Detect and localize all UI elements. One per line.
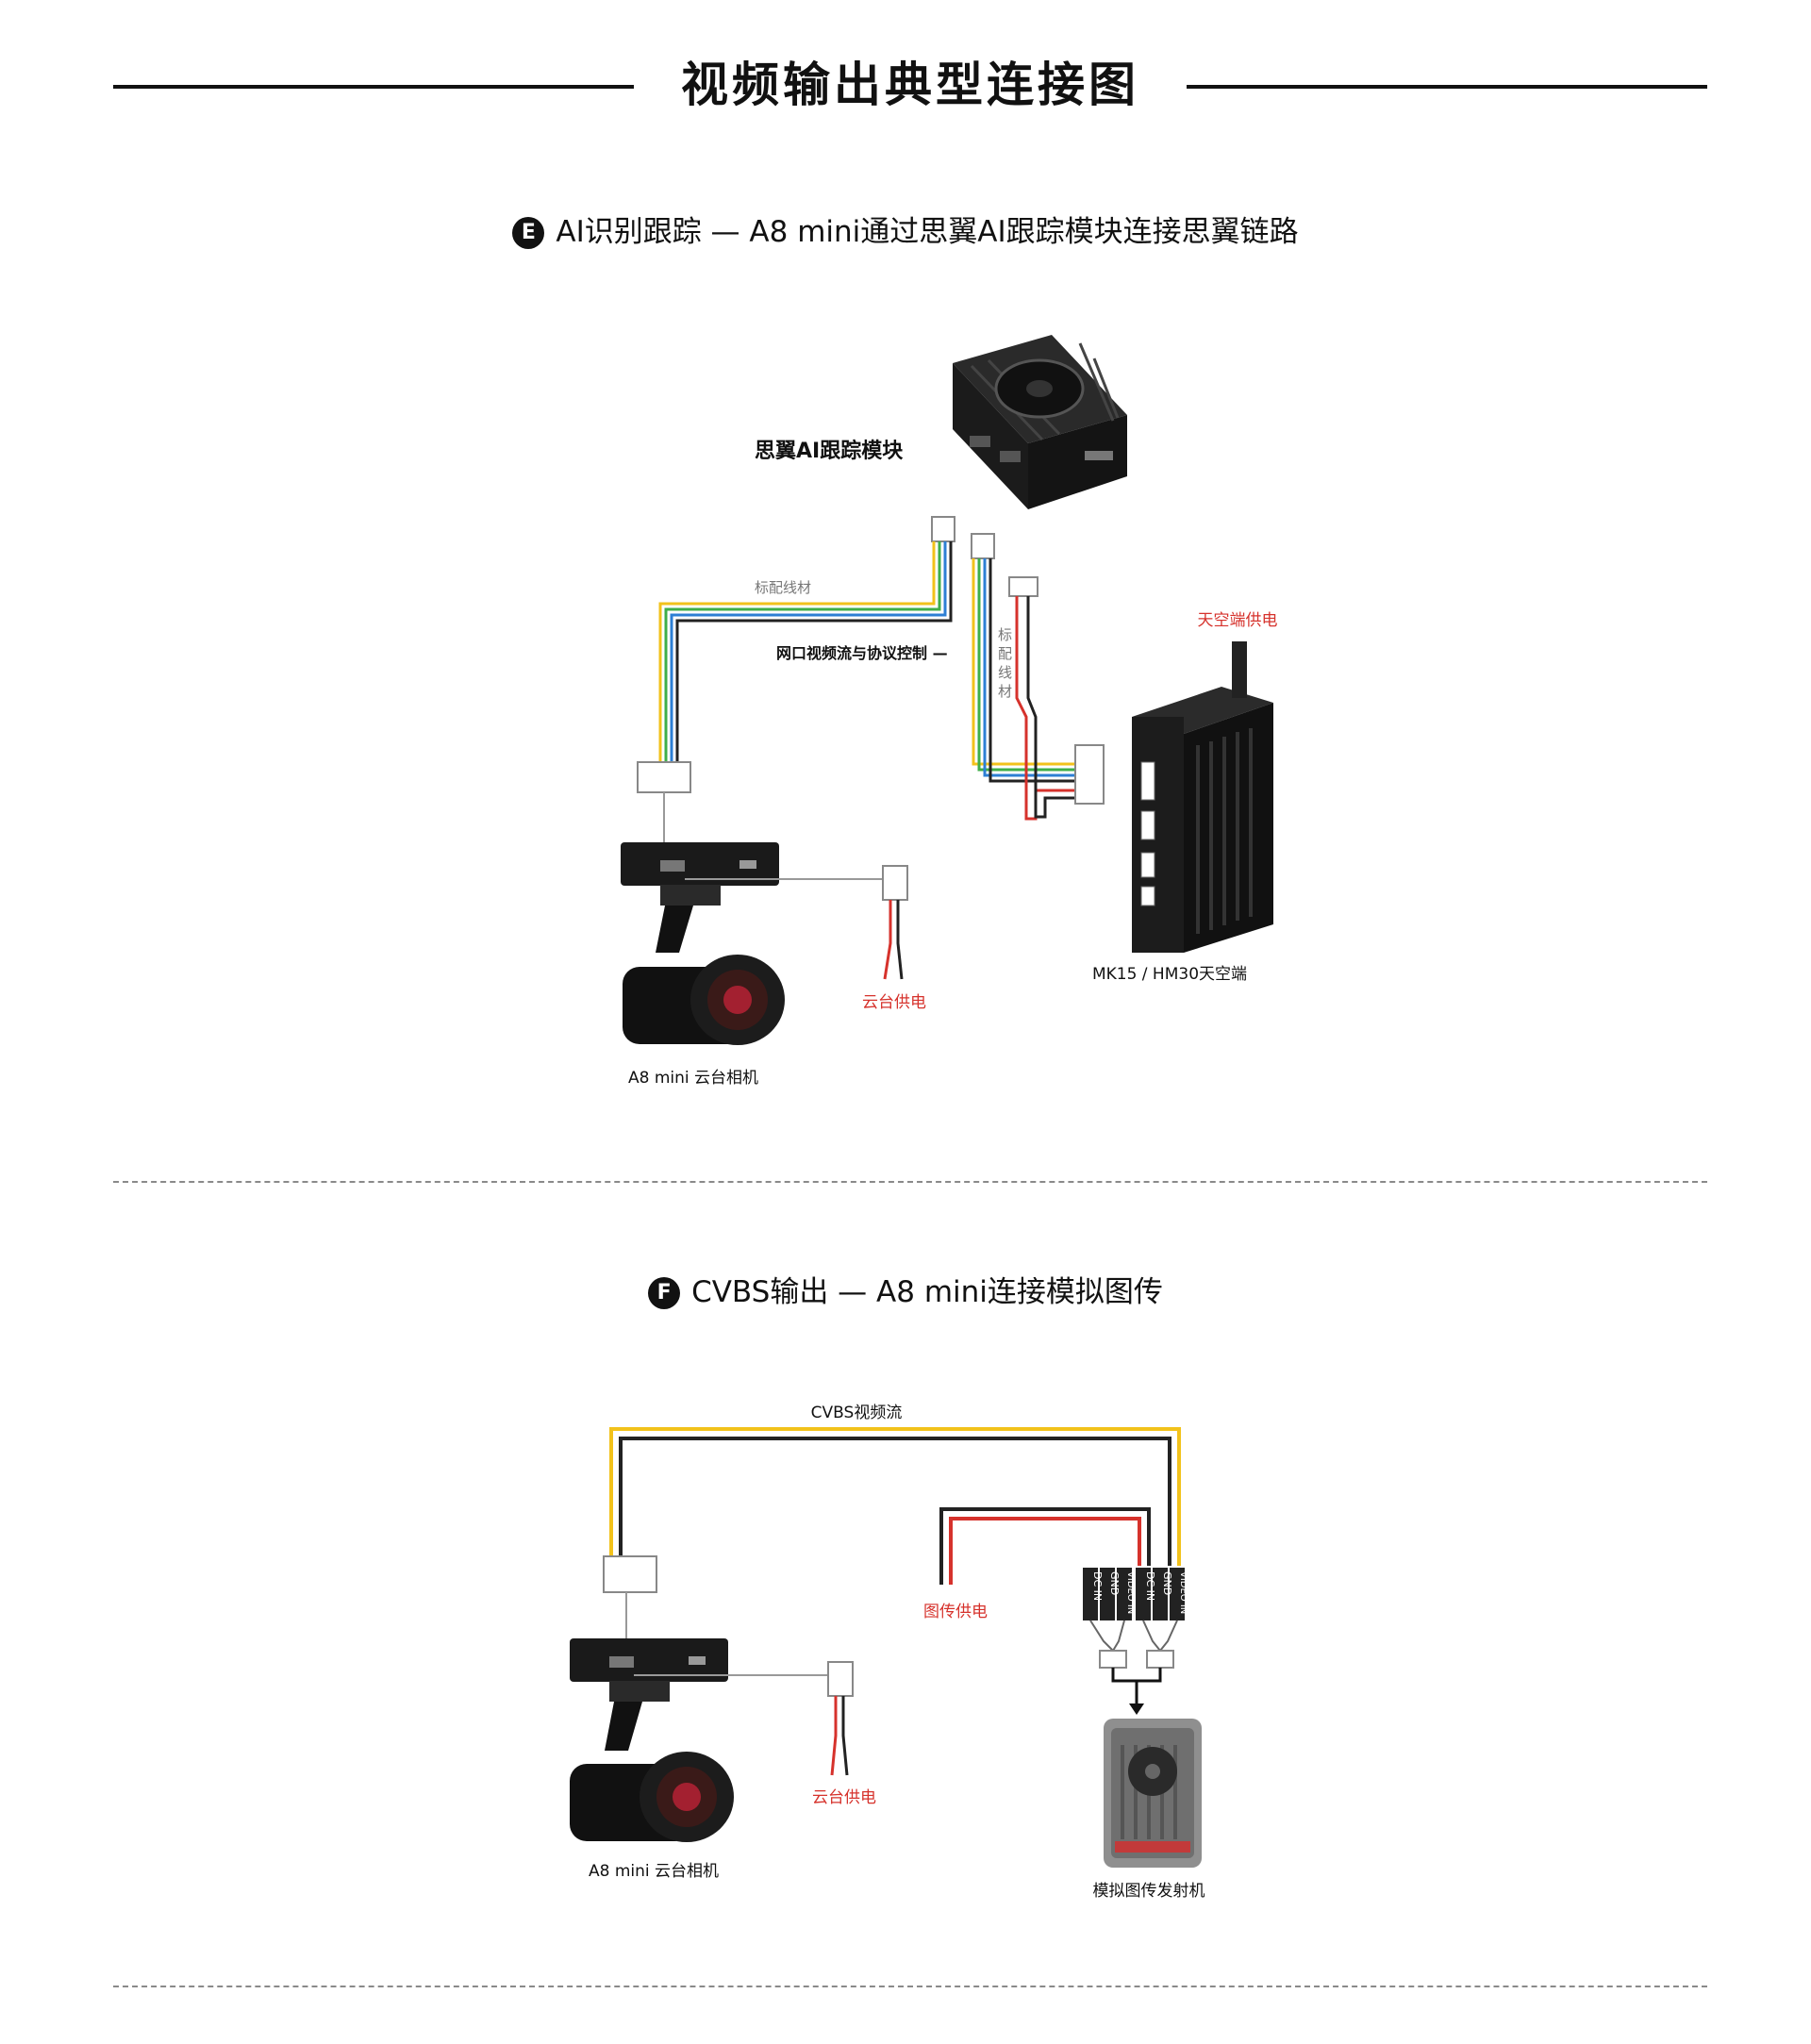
section-f-heading: F CVBS输出 — A8 mini连接模拟图传 xyxy=(0,1271,1811,1313)
air-unit xyxy=(1132,641,1273,953)
svg-text:GND: GND xyxy=(1161,1571,1173,1595)
ai-tracking-diagram: 思翼AI跟踪模块 标配线材 网口视频流与协议控制 — 标 配 线 材 xyxy=(621,335,1278,1088)
label-standard-cable: 标配线材 xyxy=(755,579,811,596)
lan2-port xyxy=(1000,451,1021,462)
svg-text:VIDEO IN: VIDEO IN xyxy=(1125,1571,1136,1614)
label-cvbs-stream: CVBS视频流 xyxy=(811,1404,903,1422)
section-divider xyxy=(113,1181,1707,1183)
vtx-power-wires xyxy=(939,1507,1151,1585)
label-air-unit-power: 天空端供电 xyxy=(1198,611,1278,630)
label-standard-cable-vertical: 标 配 线 材 xyxy=(998,626,1012,700)
a8-mini-camera xyxy=(570,1638,734,1842)
gimbal-power-connector xyxy=(882,865,908,901)
camera-connector xyxy=(603,1555,657,1593)
gimbal-power-connector xyxy=(827,1661,854,1697)
svg-text:标: 标 xyxy=(998,626,1012,643)
lan1-to-camera-wires xyxy=(658,541,953,762)
svg-text:DC IN: DC IN xyxy=(1144,1571,1156,1601)
label-camera: A8 mini 云台相机 xyxy=(628,1069,758,1088)
label-gimbal-power: 云台供电 xyxy=(862,993,926,1012)
label-camera: A8 mini 云台相机 xyxy=(589,1862,719,1881)
svg-text:GND: GND xyxy=(1108,1571,1121,1595)
section-e-heading: E AI识别跟踪 — A8 mini通过思翼AI跟踪模块连接思翼链路 xyxy=(0,211,1811,253)
section-e-title: AI识别跟踪 — A8 mini通过思翼AI跟踪模块连接思翼链路 xyxy=(556,215,1299,249)
label-network-stream: 网口视频流与协议控制 — xyxy=(776,644,948,662)
label-gimbal-power: 云台供电 xyxy=(812,1788,876,1807)
label-air-unit: MK15 / HM30天空端 xyxy=(1092,965,1247,984)
svg-text:线: 线 xyxy=(998,664,1012,681)
vtx-harness xyxy=(1089,1620,1178,1652)
section-f-title: CVBS输出 — A8 mini连接模拟图传 xyxy=(691,1275,1163,1309)
svg-text:配: 配 xyxy=(998,645,1012,662)
label-tracking-module: 思翼AI跟踪模块 xyxy=(755,439,904,463)
label-vtx-power: 图传供电 xyxy=(923,1603,988,1621)
cvbs-output-diagram: CVBS视频流 图传供电 DC IN GND VIDEO IN DC IN GN… xyxy=(570,1404,1205,1901)
pwr-port xyxy=(1085,451,1113,460)
title-rule-right xyxy=(1187,85,1707,89)
lan2-to-airunit-wires xyxy=(972,558,1075,783)
camera-connector xyxy=(637,761,691,793)
power-wires xyxy=(1015,596,1075,821)
section-divider xyxy=(113,1986,1707,1987)
ai-tracking-module xyxy=(953,335,1127,509)
page-title: 视频输出典型连接图 xyxy=(681,58,1139,112)
svg-text:VIDEO IN: VIDEO IN xyxy=(1178,1571,1188,1614)
airunit-connector xyxy=(1074,744,1105,805)
svg-text:材: 材 xyxy=(998,683,1012,700)
section-e-badge: E xyxy=(512,217,545,249)
vtx-pin-tags: DC IN GND VIDEO IN DC IN GND VIDEO IN xyxy=(1083,1568,1188,1620)
a8-mini-camera xyxy=(621,842,785,1045)
title-rule-left xyxy=(113,85,634,89)
analog-transmitter xyxy=(1104,1719,1202,1868)
section-f-badge: F xyxy=(648,1277,681,1309)
page-header: 视频输出典型连接图 xyxy=(0,47,1811,123)
lan1-port xyxy=(970,436,990,447)
antenna-icon xyxy=(1232,641,1247,698)
label-transmitter: 模拟图传发射机 xyxy=(1093,1882,1205,1901)
svg-text:DC IN: DC IN xyxy=(1091,1571,1104,1601)
module-connectors xyxy=(931,516,1038,597)
cvbs-wires xyxy=(609,1427,1181,1566)
